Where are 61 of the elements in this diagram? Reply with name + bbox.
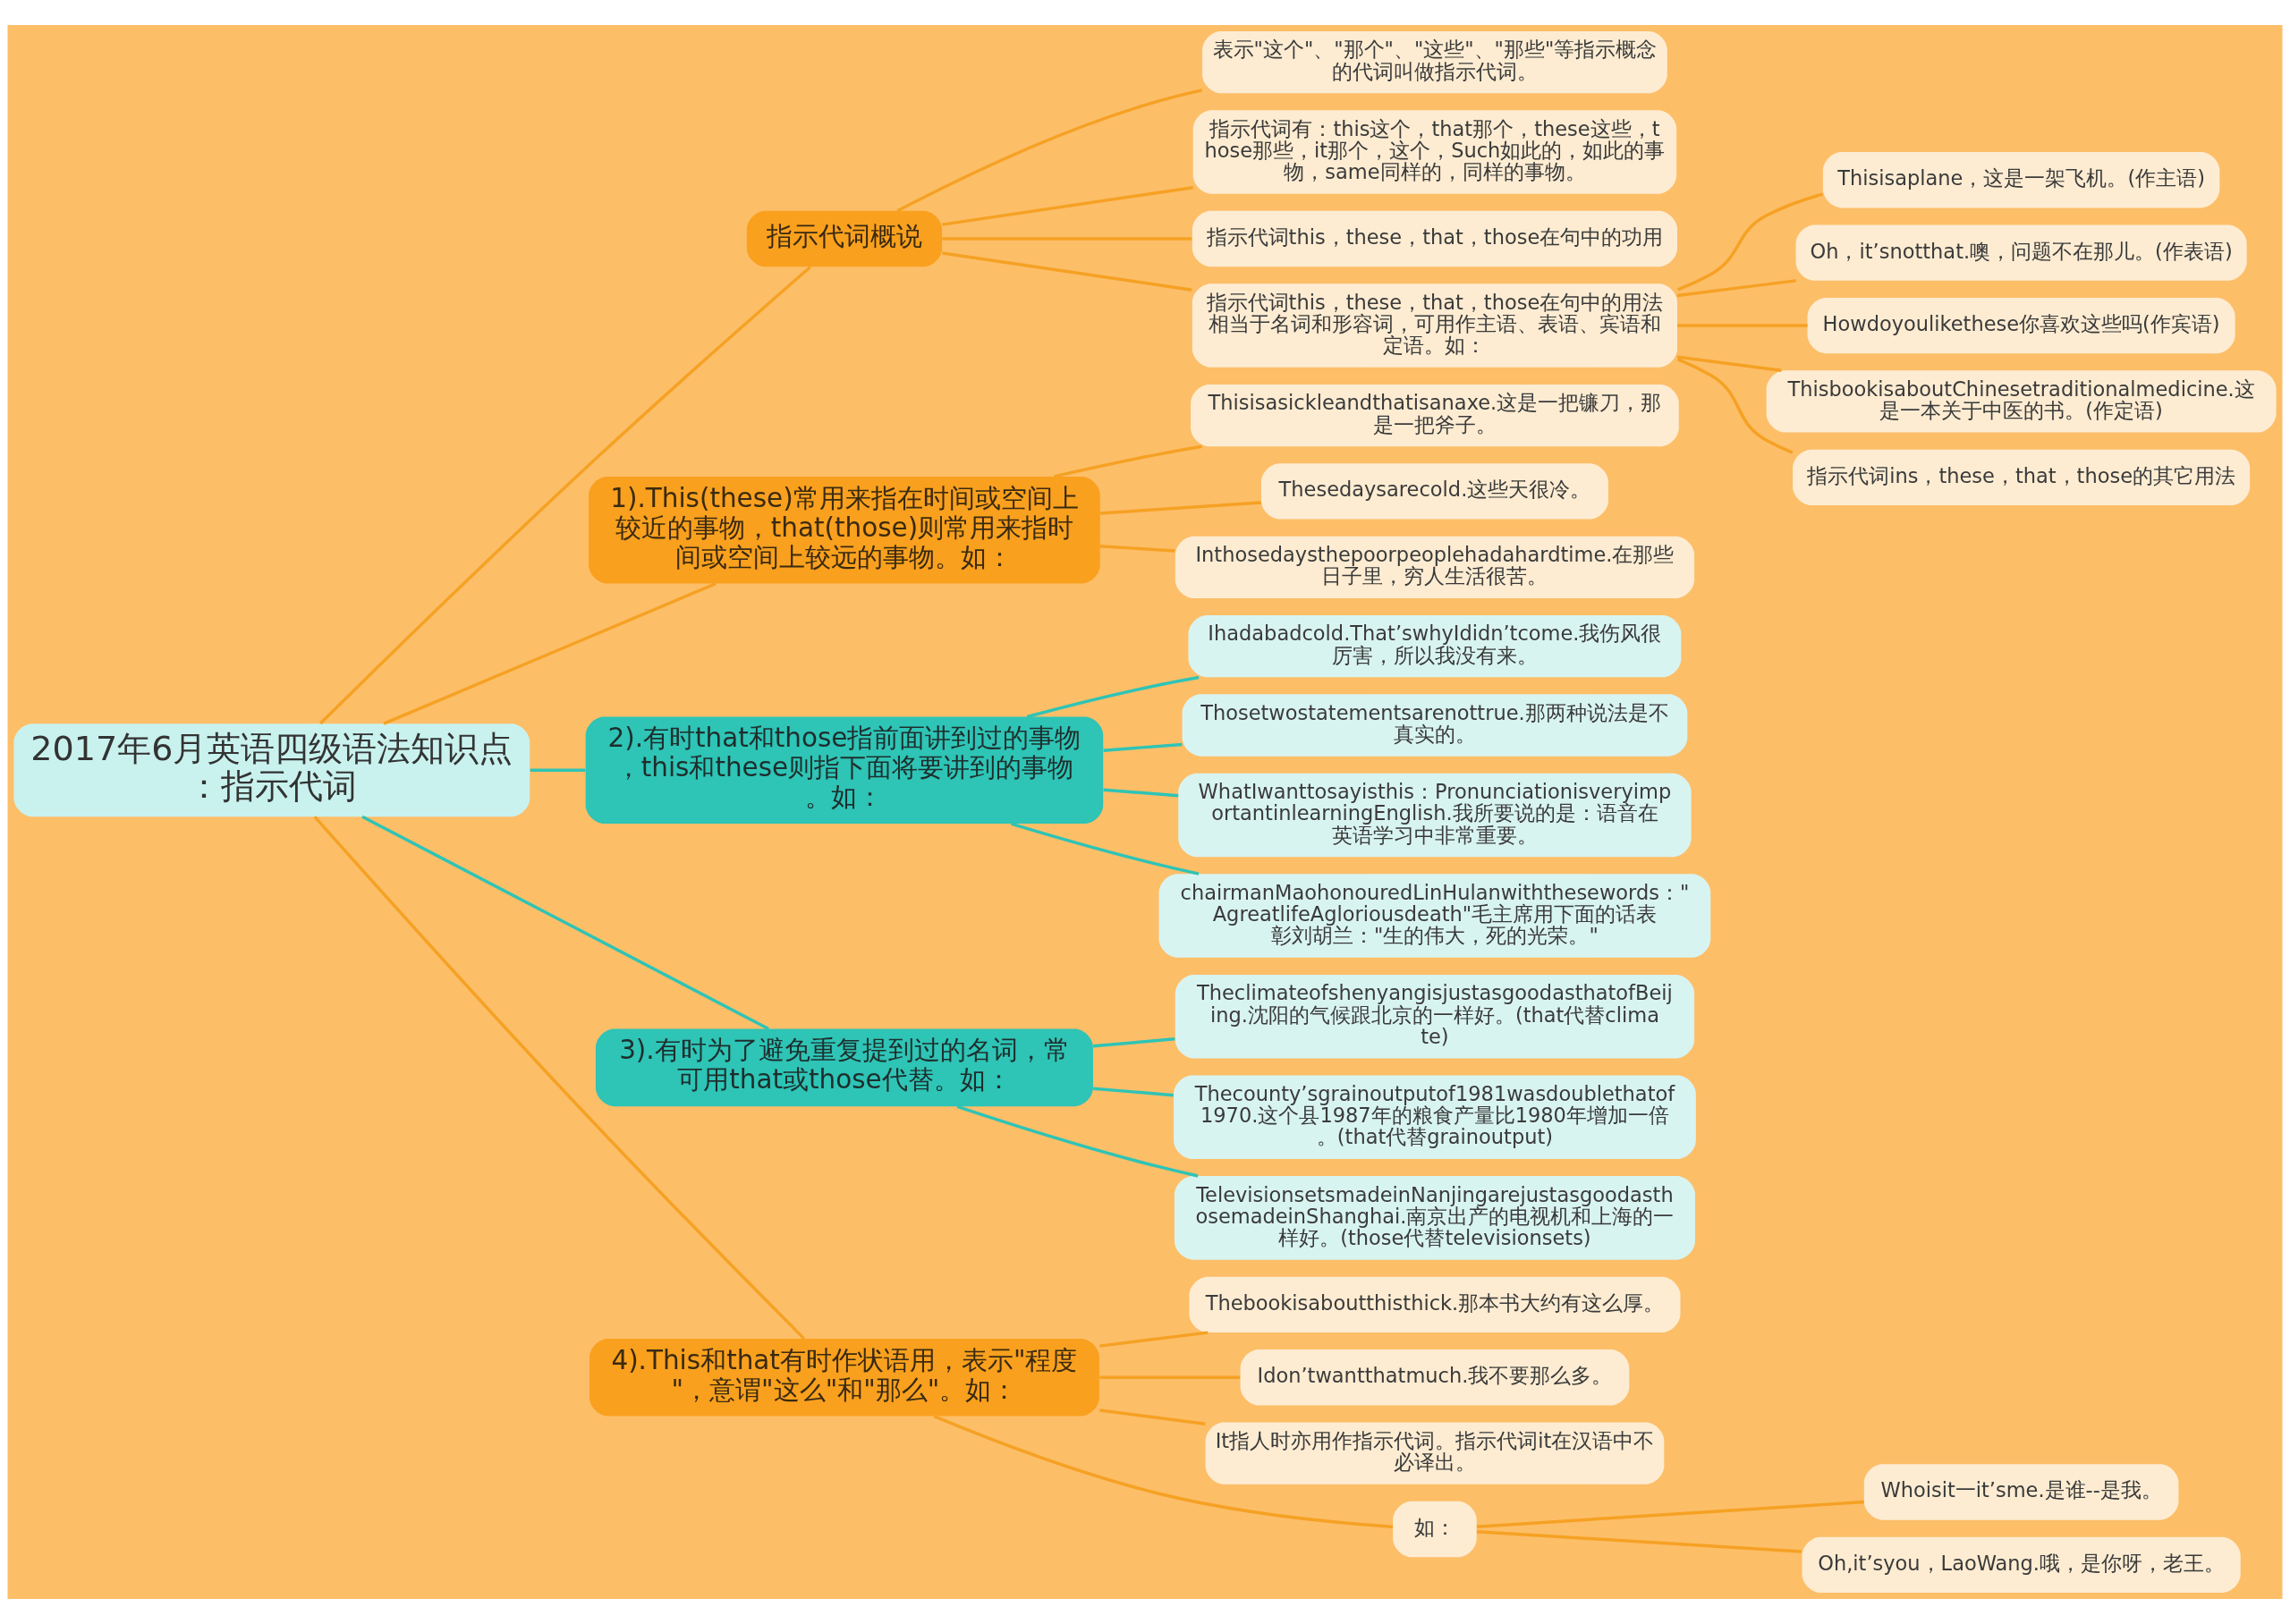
node-box: TheclimateofshenyangisjustasgoodasthatofBeijing.沈阳的气候跟北京的一样好。(that代替climate) (1175, 974, 1695, 1059)
node-box: Inthosedaysthepoorpeoplehadahardtime.在那些日子里，穷人生活很苦。 (1175, 536, 1695, 598)
node-box: It指人时亦用作指示代词。指示代词it在汉语中不必译出。 (1205, 1422, 1665, 1484)
connector (1676, 358, 1794, 454)
connector (1099, 1331, 1209, 1348)
connector (1476, 1500, 1864, 1528)
node-box: Oh,it’syou，LaoWang.哦，是你呀，老王。 (1802, 1536, 2241, 1594)
connector (1099, 1375, 1241, 1379)
node-box: 表示"这个"、"那个"、"这些"、"那些"等指示概念的代词叫做指示代词。 (1202, 30, 1667, 94)
node-box: Ihadabadcold.That’swhyIdidn’tcome.我伤风很厉害，所以我没有来。 (1188, 615, 1682, 678)
connector (1093, 1037, 1175, 1048)
connector (1476, 1530, 1802, 1553)
node-box: 如： (1393, 1501, 1477, 1558)
connector (1099, 545, 1175, 553)
connector (530, 768, 586, 772)
connector (1676, 279, 1796, 298)
connector (942, 186, 1193, 226)
connector (1677, 324, 1808, 327)
node-box: 指示代词ins，these，that，those的其它用法 (1793, 449, 2251, 505)
node-box: 2017年6月英语四级语法知识点：指示代词 (13, 723, 530, 817)
connector (1103, 742, 1183, 752)
node-box: Thisisasickleandthatisanaxe.这是一把镰刀，那是一把斧子。 (1191, 384, 1679, 447)
connector (1099, 1408, 1206, 1425)
connector (942, 237, 1192, 241)
connector (313, 816, 806, 1341)
node-box: Whoisit一it’sme.是谁--是我。 (1863, 1464, 2179, 1520)
node-box: 指示代词有：this这个，that那个，these这些，those那些，it那个，这个，Such如此的，如此的事物，same同样的，同样的事物。 (1192, 110, 1677, 194)
node-box: 4).This和that有时作状语用，表示"程度"，意谓"这么"和"那么"。如： (589, 1339, 1099, 1417)
node-box: 1).This(these)常用来指在时间或空间上较近的事物，that(those)则常用来指时间或空间上较远的事物。如： (589, 476, 1100, 584)
node-box: 指示代词this，these，that，those在句中的用法相当于名词和形容词，可用作主语、表语、宾语和定语。如： (1192, 283, 1678, 368)
node-box: Thosetwostatementsarenottrue.那两种说法是不真实的。 (1182, 694, 1688, 757)
connector (1677, 192, 1824, 292)
node-box: 指示代词概说 (746, 210, 943, 267)
node-box: Thecounty’sgrainoutputof1981wasdoublethatof1970.这个县1987年的粮食产量比1980年增加一倍。(that代替grainoutput) (1174, 1075, 1696, 1160)
node-box: Thebookisaboutthisthick.那本书大约有这么厚。 (1189, 1276, 1681, 1333)
node-box: chairmanMaohonouredLinHulanwiththesewords："AgreatlifeAgloriousdeath"毛主席用下面的话表彰刘胡兰："生的伟大，死的光荣。" (1158, 874, 1711, 958)
node-box: 指示代词this，these，that，those在句中的功用 (1192, 210, 1678, 267)
connector (1099, 501, 1261, 515)
node-box: Thisisaplane，这是一架飞机。(作主语) (1822, 152, 2220, 208)
node-box: Oh，it’snotthat.噢，问题不在那儿。(作表语) (1795, 224, 2247, 281)
connector (1010, 822, 1200, 875)
node-box: 3).有时为了避免重复提到过的名词，常可用that或those代替。如： (595, 1028, 1093, 1107)
connector (1676, 355, 1782, 372)
connector (956, 1104, 1199, 1178)
connector (361, 815, 769, 1030)
connector (1054, 444, 1202, 478)
connector (1093, 1087, 1174, 1097)
connector (383, 582, 717, 725)
connector (1026, 675, 1200, 719)
connector (933, 1415, 1394, 1529)
node-box: Howdoyoulikethese你喜欢这些吗(作宾语) (1807, 297, 2235, 354)
connector (896, 89, 1202, 213)
node-box: Idon’twantthatmuch.我不要那么多。 (1240, 1349, 1630, 1406)
connector (318, 266, 812, 725)
node-box: Thesedaysarecold.这些天很冷。 (1260, 463, 1608, 520)
connector (1103, 788, 1179, 798)
node-box: ThisbookisaboutChinesetraditionalmedicine.这是一本关于中医的书。(作定语) (1766, 370, 2277, 433)
node-box: TelevisionsetsmadeinNanjingarejustasgoodasthosemadeinShanghai.南京出产的电视机和上海的一样好。(those代替televisionsets) (1174, 1176, 1695, 1260)
node-box: 2).有时that和those指前面讲到过的事物，this和these则指下面将要讲到的事物。如： (585, 716, 1104, 824)
node-box: WhatIwanttosayisthis：PronunciationisveryimportantinlearningEnglish.我所要说的是：语音在英语学习中非常重要。 (1178, 773, 1692, 858)
connector (942, 251, 1192, 292)
